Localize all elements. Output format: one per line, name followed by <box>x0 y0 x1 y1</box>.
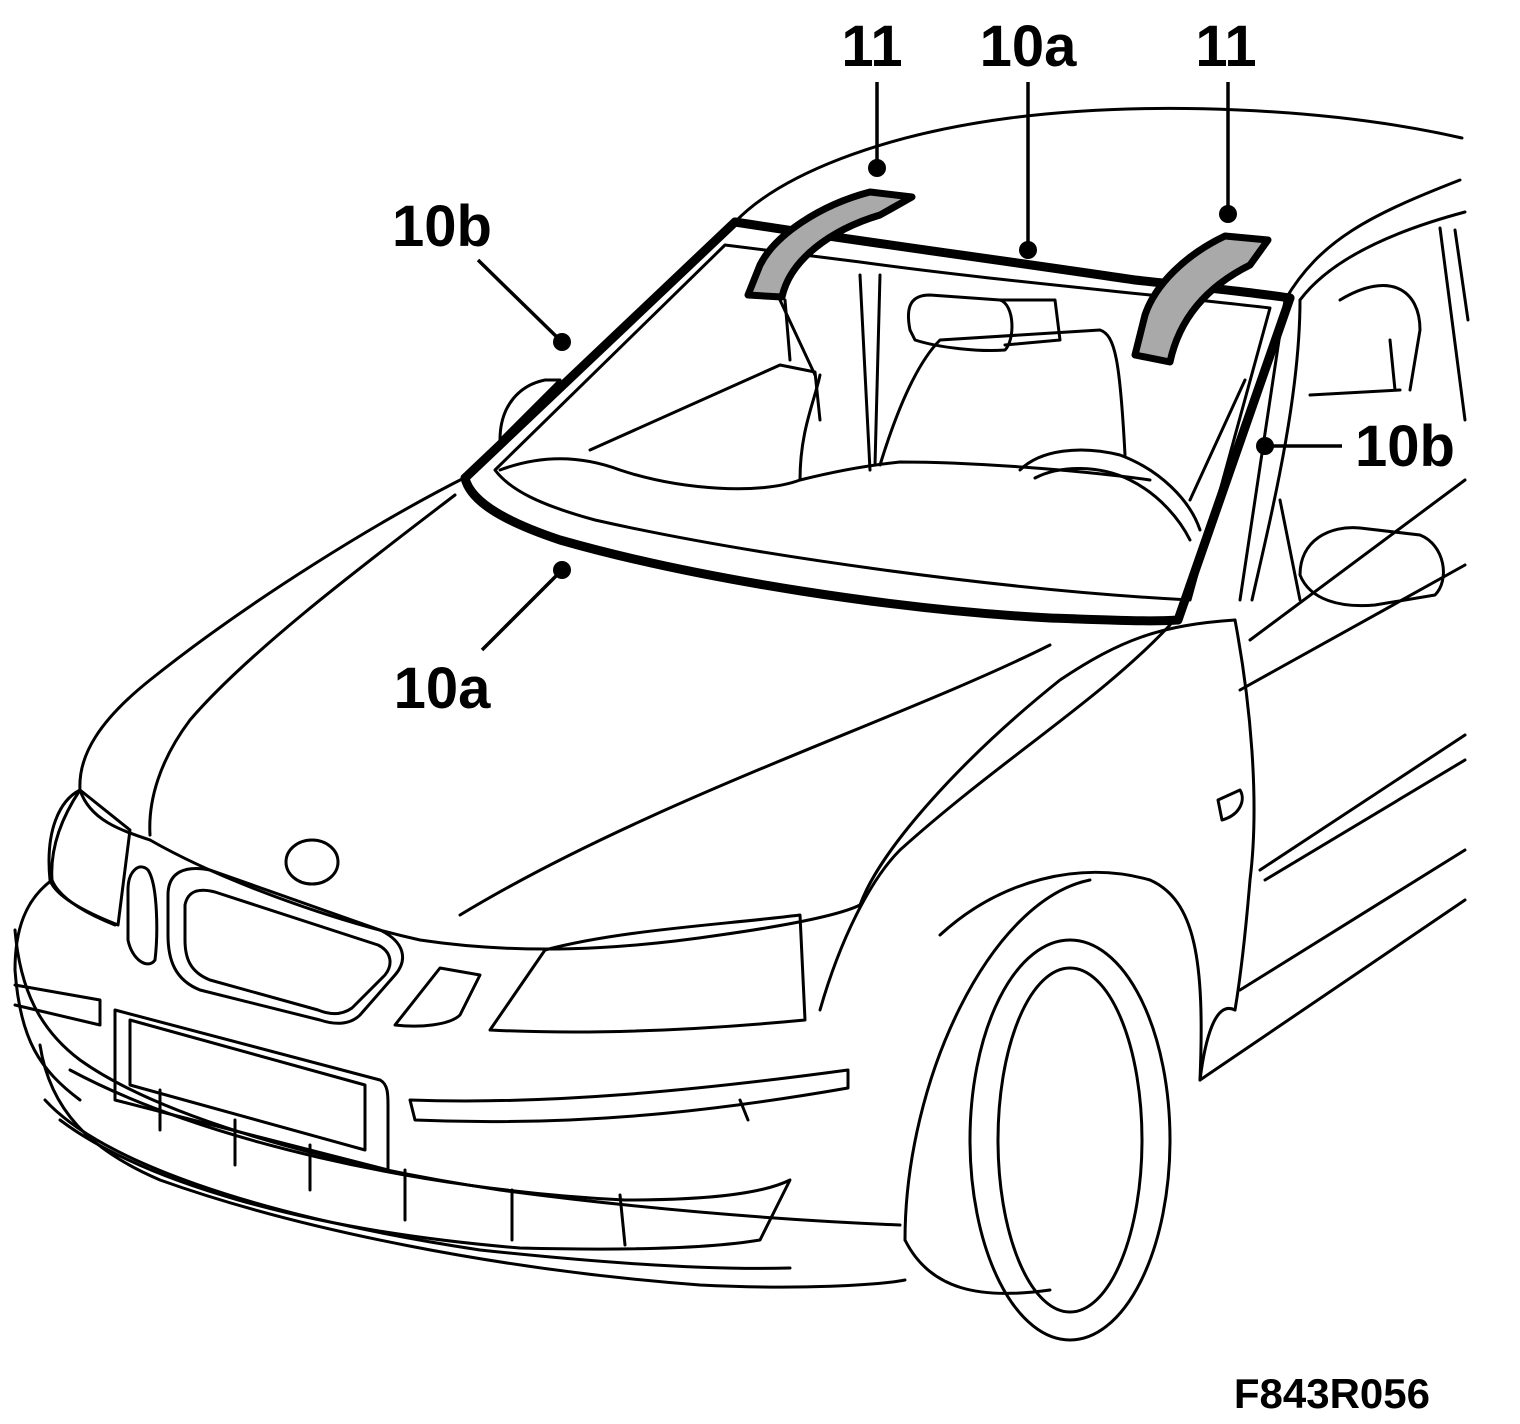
car-interior <box>498 273 1247 542</box>
left-mirror <box>498 378 562 442</box>
strip-11-right <box>1131 232 1272 366</box>
callout-11-left: 11 <box>841 14 902 79</box>
callout-10b-left: 10b <box>392 194 492 259</box>
strip-11-left <box>744 188 916 301</box>
callout-11-right: 11 <box>1195 14 1256 79</box>
car-body <box>13 106 1470 1342</box>
callout-10a-bottom: 10a <box>394 656 492 721</box>
figure-id: F843R056 <box>1234 1370 1430 1417</box>
windscreen-inner-edge <box>493 243 1272 602</box>
leaders <box>476 82 1342 652</box>
callout-10a-top: 10a <box>980 14 1078 79</box>
callout-10b-right: 10b <box>1355 414 1455 479</box>
